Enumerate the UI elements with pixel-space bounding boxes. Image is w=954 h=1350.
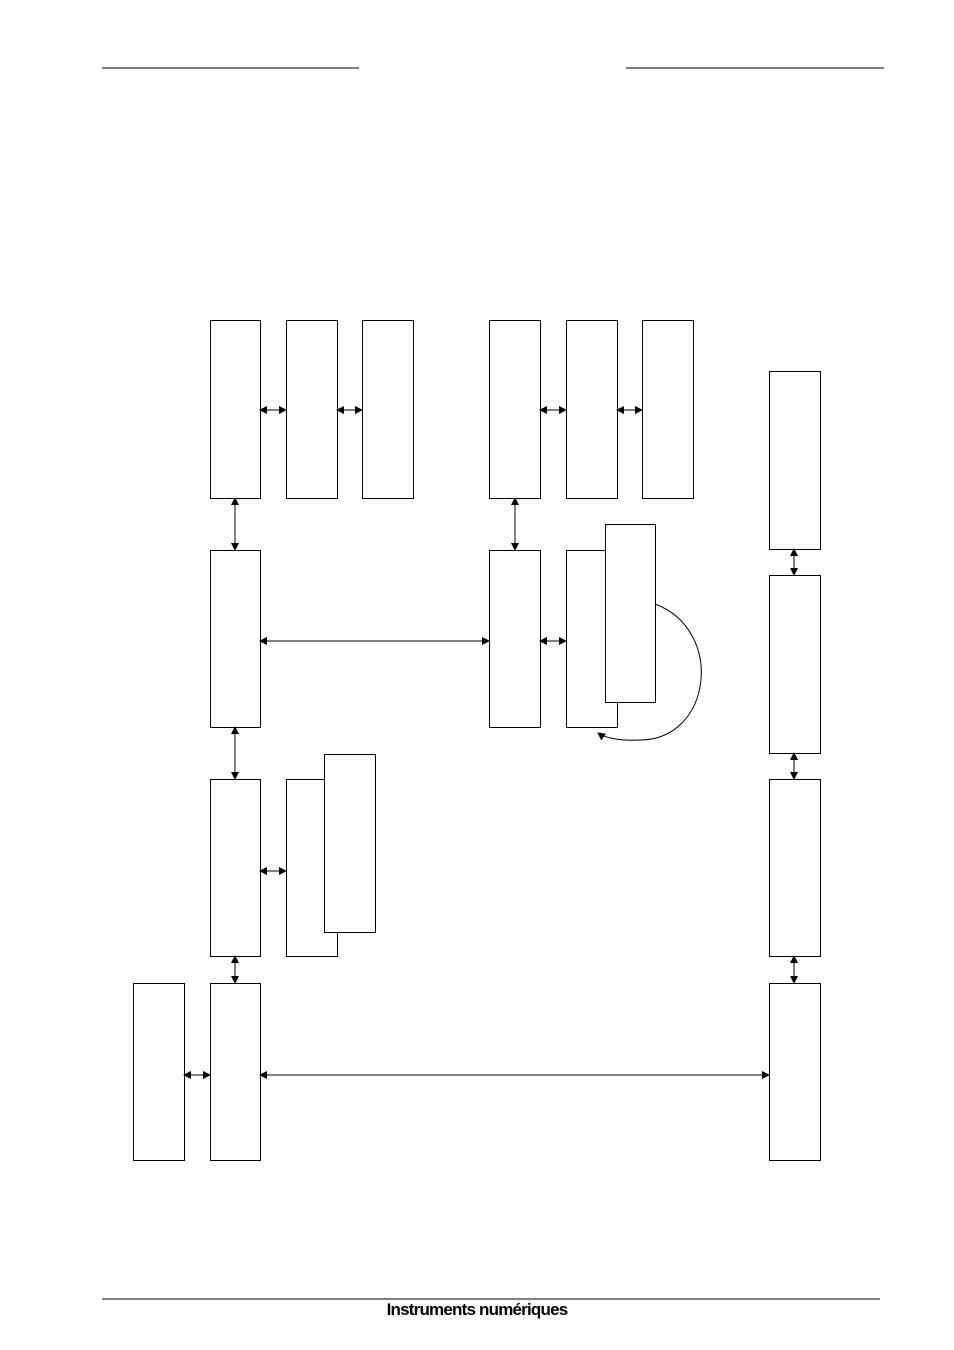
footer-title: Instruments numériques xyxy=(386,1300,569,1319)
diagram-box-b-r2-mid xyxy=(489,550,541,728)
diagram-box-b-r3-front xyxy=(324,754,376,933)
diagram-box-b-r4-left xyxy=(210,983,261,1161)
diagram-box-b-r1-4 xyxy=(489,320,541,499)
diagram-box-b-r1-3 xyxy=(362,320,414,499)
diagram-box-b-right-1 xyxy=(769,371,821,550)
diagram-box-b-right-3 xyxy=(769,779,821,957)
diagram-box-b-right-4 xyxy=(769,983,821,1161)
diagram-box-b-r4-far-left xyxy=(133,983,185,1161)
diagram-box-b-right-2 xyxy=(769,575,821,754)
diagram-box-b-r1-5 xyxy=(566,320,618,499)
diagram-box-b-r1-2 xyxy=(286,320,338,499)
diagram-box-b-r1-6 xyxy=(642,320,694,499)
diagram-box-b-r1-1 xyxy=(210,320,261,499)
connector-c-loop xyxy=(597,603,702,741)
diagram-box-b-r2-front xyxy=(605,524,656,703)
diagram-box-b-r3-left xyxy=(210,779,261,957)
diagram-box-b-r2-left xyxy=(210,550,261,728)
